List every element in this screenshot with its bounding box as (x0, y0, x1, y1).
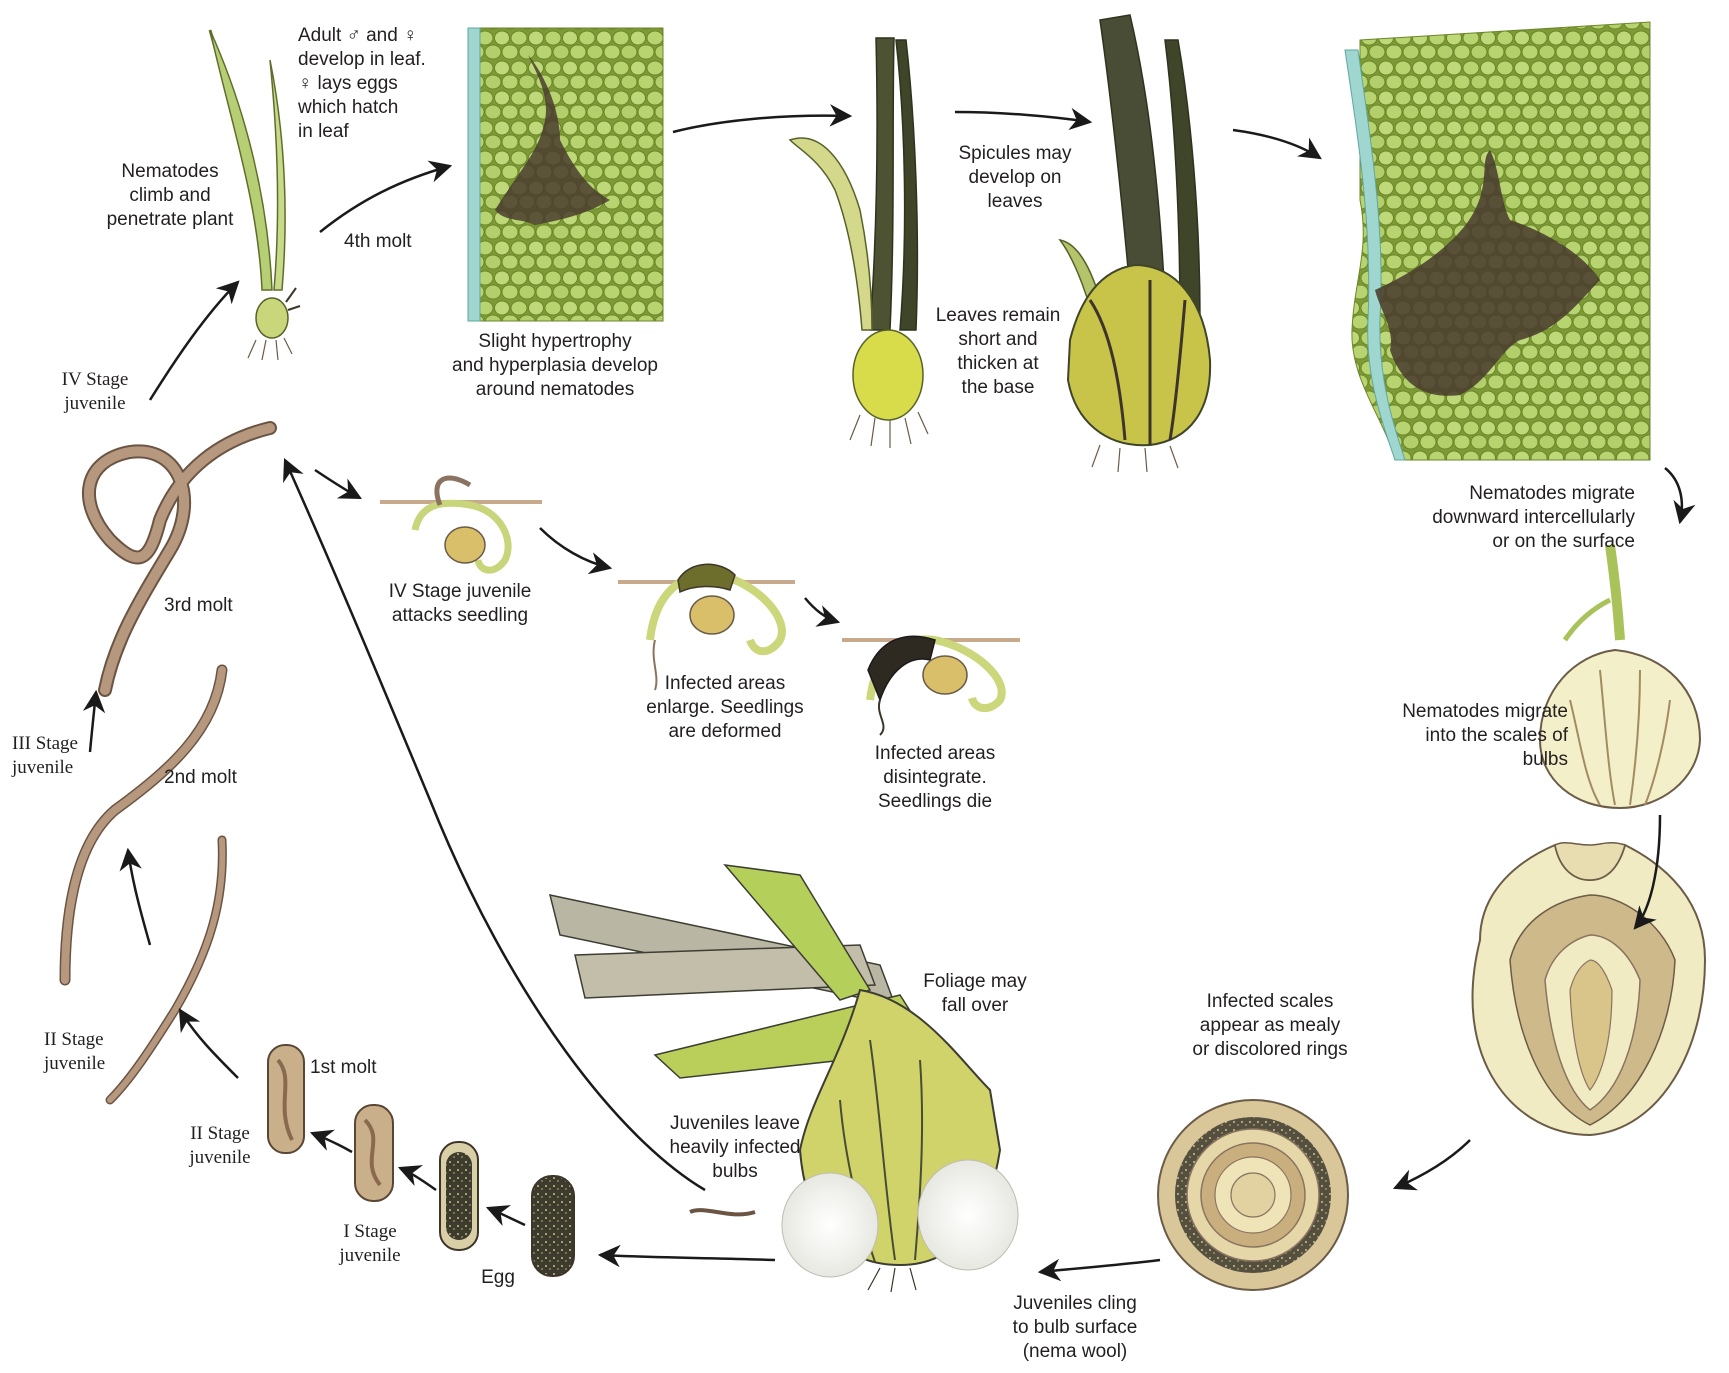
arrow-egg-to-i-stage (488, 1208, 525, 1225)
arrow-to-tissue (1233, 130, 1320, 158)
label-second-molt: 2nd molt (164, 766, 274, 790)
arrow-to-disintegrate (805, 598, 838, 622)
label-fourth-molt: 4th molt (344, 230, 454, 254)
arrow-to-infected-plant (673, 116, 850, 132)
leaf-tissue-section-large (1345, 22, 1650, 460)
label-leaves-short: Leaves remain short and thicken at the b… (918, 304, 1078, 400)
arrow-to-seedling (315, 470, 360, 498)
label-third-molt: 3rd molt (164, 594, 274, 618)
label-climb-penetrate: Nematodes climb and penetrate plant (70, 160, 270, 232)
arrow-fourth-molt (320, 166, 450, 232)
leaf-tissue-section-small (468, 28, 663, 321)
arrow-to-deformed (540, 528, 610, 568)
label-first-molt: 1st molt (310, 1056, 420, 1080)
label-foliage-fall: Foliage may fall over (895, 970, 1055, 1018)
label-juveniles-cling: Juveniles cling to bulb surface (nema wo… (980, 1292, 1170, 1364)
label-migrate-downward: Nematodes migrate downward intercellular… (1360, 482, 1635, 554)
label-spicules: Spicules may develop on leaves (940, 142, 1090, 214)
bulb-rings-cross-section (1158, 1100, 1348, 1290)
arrow-iv-to-plant (150, 282, 238, 400)
label-iv-attacks-seedling: IV Stage juvenile attacks seedling (360, 580, 560, 628)
label-infected-disintegrate: Infected areas disintegrate. Seedlings d… (840, 742, 1030, 814)
arrow-i-to-ii (400, 1168, 436, 1190)
arrow-second-molt (128, 850, 150, 945)
label-slight-hypertrophy: Slight hypertrophy and hyperplasia devel… (410, 330, 700, 402)
arrow-to-ii-stage-left (180, 1010, 238, 1078)
label-migrate-scales: Nematodes migrate into the scales of bul… (1340, 700, 1568, 772)
infected-onion-plant (790, 38, 928, 448)
label-iv-stage-juvenile-top: IV Stage juvenile (40, 368, 150, 416)
dying-seedling-illustration (842, 636, 1020, 735)
label-ii-stage-juvenile-egg: II Stage juvenile (170, 1122, 270, 1170)
label-egg: Egg (468, 1266, 528, 1290)
label-juveniles-leave: Juveniles leave heavily infected bulbs (640, 1112, 830, 1184)
label-infected-scales: Infected scales appear as mealy or disco… (1155, 990, 1385, 1062)
label-i-stage-juvenile: I Stage juvenile (320, 1220, 420, 1268)
fallen-plant-nema-wool (550, 865, 1018, 1292)
thickened-onion-plant (1060, 15, 1210, 472)
label-infected-enlarge: Infected areas enlarge. Seedlings are de… (620, 672, 830, 744)
label-adult-develop: Adult ♂ and ♀ develop in leaf. ♀ lays eg… (298, 24, 468, 144)
label-ii-stage-juvenile-left: II Stage juvenile (44, 1028, 154, 1076)
infected-bulb-cross-section (1473, 843, 1705, 1135)
arrow-to-rings (1395, 1140, 1470, 1188)
arrow-to-bulb (1665, 468, 1682, 522)
arrow-ii-to-first-molt (312, 1133, 352, 1152)
label-iii-stage-juvenile: III Stage juvenile (12, 732, 122, 780)
arrow-to-thickened-plant (955, 112, 1090, 122)
seedling-attack-illustration (380, 478, 542, 570)
arrow-to-egg (600, 1255, 775, 1260)
arrow-to-fallen-plant (1040, 1260, 1160, 1272)
